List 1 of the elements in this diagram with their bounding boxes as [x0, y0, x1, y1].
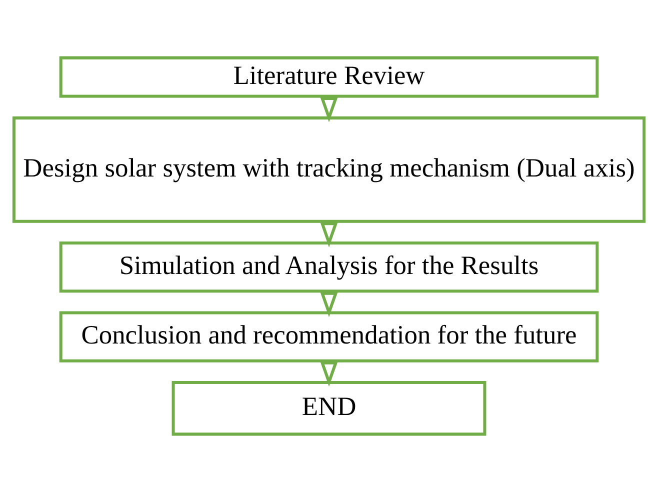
- node-box: END: [171, 380, 486, 436]
